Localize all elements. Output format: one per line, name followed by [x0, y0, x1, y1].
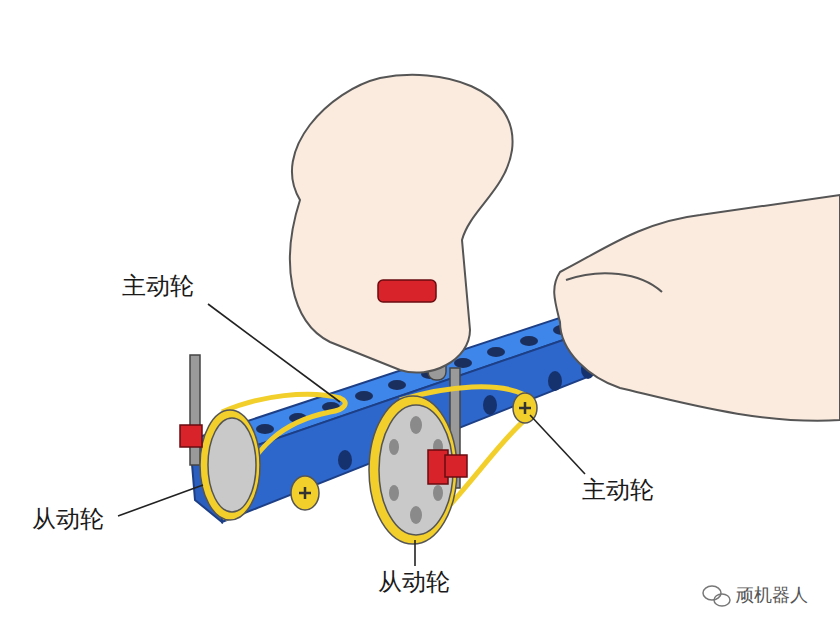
driven-wheel — [369, 396, 457, 544]
bushing — [445, 455, 467, 477]
crank-handle — [378, 280, 436, 302]
axle-cross — [519, 402, 531, 414]
hand — [290, 75, 513, 373]
part-label: 主动轮 — [122, 272, 194, 301]
bushing — [180, 425, 202, 447]
axle-cross — [299, 487, 311, 499]
watermark: 顽机器人 — [736, 584, 808, 606]
part-label: 主动轮 — [582, 476, 654, 505]
wheel-face — [379, 405, 453, 535]
wheel-face — [208, 418, 256, 512]
hand — [554, 195, 840, 421]
driven-wheel — [200, 410, 260, 520]
axle — [190, 355, 200, 465]
small-pulley — [291, 476, 319, 510]
thumb-line — [566, 273, 662, 292]
part-label: 从动轮 — [378, 568, 450, 597]
watermark-icon — [703, 586, 730, 606]
part-label: 从动轮 — [32, 505, 104, 534]
leader-lines — [118, 304, 585, 566]
